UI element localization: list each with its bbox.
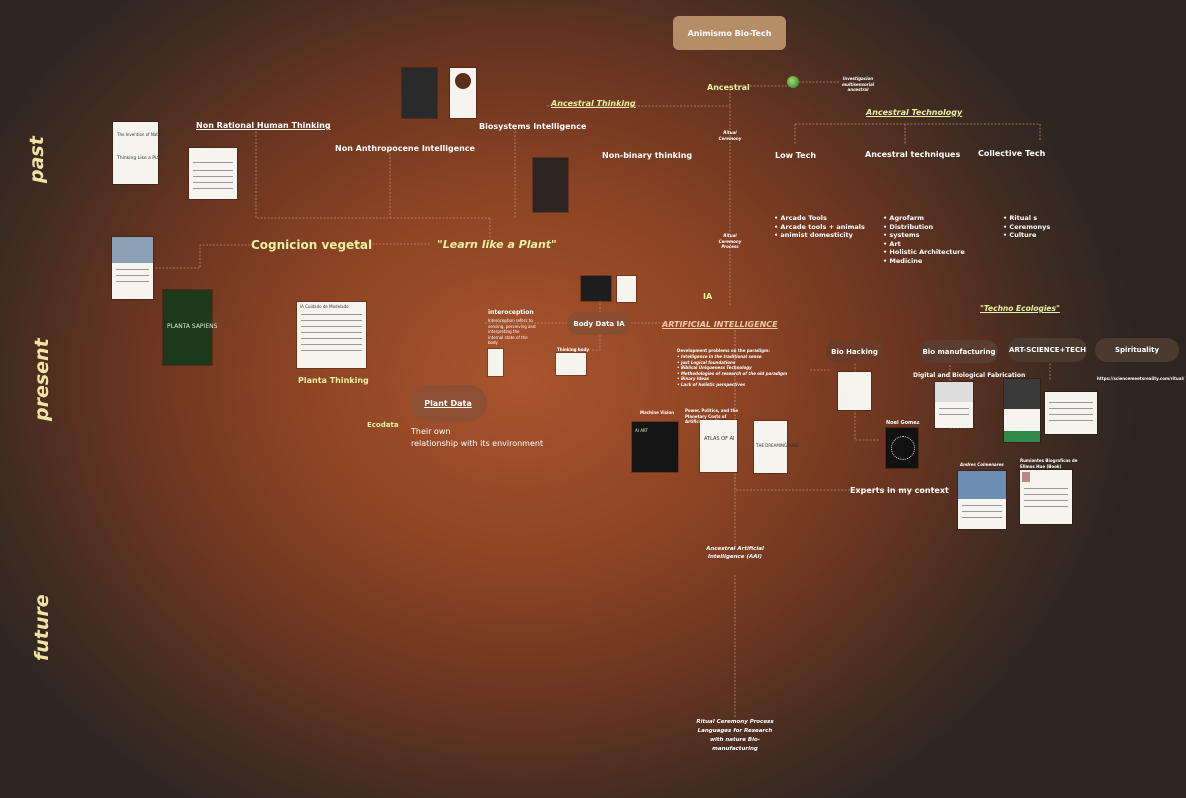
art-science-thumbnail[interactable]	[1004, 379, 1040, 442]
era-future: future	[31, 594, 53, 661]
globe-icon	[787, 76, 799, 88]
list-item: Distribution	[883, 223, 965, 232]
ai-problems-title: Development problems on the paradigm:	[677, 348, 770, 353]
node-planta-thinking[interactable]: Planta Thinking	[298, 376, 369, 385]
bio-hacking-pill[interactable]: Bio Hacking	[826, 340, 883, 363]
node-non-binary[interactable]: Non-binary thinking	[602, 151, 693, 160]
planta-sapiens-book[interactable]: PLANTA SAPIENS	[163, 290, 217, 365]
bio-manufacturing-pill[interactable]: Bio manufacturing	[920, 340, 998, 363]
future-ai-label[interactable]: Ancestral Artificial Intelligence (AAI)	[706, 546, 764, 560]
list-item: Medicine	[883, 257, 965, 266]
andres-colmenares-label: Andres Colmenares	[960, 462, 1004, 467]
machine-vision-label: Machine Vision	[640, 410, 674, 415]
book-thumbnail[interactable]	[450, 68, 476, 118]
node-ancestral-thinking[interactable]: Ancestral Thinking	[551, 99, 636, 108]
node-learn-like-plant[interactable]: "Learn like a Plant"	[437, 238, 557, 251]
list-item: Ritual s	[1003, 214, 1050, 223]
title-pill[interactable]: Animismo Bio-Tech	[673, 16, 786, 50]
list-item: Culture	[1003, 231, 1050, 240]
interoception-thumbnail[interactable]	[488, 349, 503, 376]
node-techno-ecologies[interactable]: "Techno Ecologies"	[980, 304, 1060, 313]
node-low-tech[interactable]: Low Tech	[775, 151, 817, 160]
bio-hacking-thumbnail[interactable]	[838, 372, 871, 410]
article-thumbnail[interactable]	[189, 148, 237, 199]
spirituality-pill[interactable]: Spirituality	[1095, 338, 1179, 362]
spirituality-url[interactable]: https://sciencemeetsreality.com/ritual/	[1097, 376, 1185, 381]
atlas-of-ai-book[interactable]: ATLAS OF AI	[700, 420, 737, 472]
noel-gomez-thumbnail[interactable]	[886, 428, 918, 468]
node-ancestral-technology[interactable]: Ancestral Technology	[866, 108, 963, 117]
portrait-thumbnail[interactable]	[402, 68, 437, 118]
video-thumbnail[interactable]	[581, 276, 611, 301]
list-item: Holistic Architecture	[883, 248, 964, 257]
dreaming-mind-book[interactable]: THE DREAMING MIND	[754, 421, 799, 473]
node-ancestral-techniques[interactable]: Ancestral techniques	[865, 150, 961, 159]
node-ecodata[interactable]: Ecodata	[367, 421, 399, 429]
list-item: Agrofarm	[883, 214, 965, 223]
list-item: Arcade Tools	[774, 214, 865, 223]
list-item: Intelligence in the traditional sense	[677, 354, 787, 360]
spirituality-thumbnail[interactable]	[1045, 392, 1097, 434]
collective-tech-list: Ritual s Ceremonys Culture	[1003, 214, 1050, 240]
future-list-label[interactable]: Ritual Ceremony Process Languages for Re…	[696, 719, 774, 752]
node-collective-tech[interactable]: Collective Tech	[978, 149, 1046, 158]
plant-article-thumbnail[interactable]	[112, 237, 153, 299]
ruminants-label: Rumiantes Biograficas de Ellmos Hue (Boo…	[1020, 458, 1078, 469]
andres-colmenares-thumbnail[interactable]	[958, 471, 1006, 529]
era-past: past	[26, 136, 48, 183]
list-item: Arcade tools + animals	[774, 223, 864, 232]
list-item: systems	[883, 231, 965, 240]
node-ancestral[interactable]: Ancestral	[707, 83, 750, 92]
book-thumbnail[interactable]	[533, 158, 568, 212]
list-item: Art	[883, 240, 965, 249]
node-interoception[interactable]: interoception	[488, 309, 534, 316]
node-ia[interactable]: IA	[703, 292, 713, 301]
ai-art-book[interactable]: AI ART	[632, 422, 678, 472]
node-non-rational[interactable]: Non Rational Human Thinking	[196, 121, 331, 130]
ancestral-techniques-list: Agrofarm Distribution systems Art Holist…	[883, 214, 965, 266]
their-own-text: Their own	[411, 427, 451, 436]
list-item: Methodologies of research of the old par…	[677, 371, 787, 377]
book-thumbnail[interactable]: The Invention of Nature Thinking Like a …	[113, 122, 164, 184]
node-non-anthropocene[interactable]: Non Anthropocene Intelligence	[335, 144, 475, 153]
ritual-ceremony-label: Ritual Ceremony	[718, 130, 742, 141]
list-item: animist domesticity	[774, 231, 865, 240]
thinking-body-thumbnail[interactable]	[556, 353, 586, 375]
low-tech-list: Arcade Tools Arcade tools + animals anim…	[774, 214, 865, 240]
ai-problems-list: Intelligence in the traditional sense ju…	[677, 354, 787, 387]
node-experts[interactable]: Experts in my context	[850, 486, 949, 495]
list-item: Biblical Uniqueness Technology	[677, 365, 787, 371]
node-biosystems[interactable]: Biosystems Intelligence	[479, 122, 587, 131]
ruminants-thumbnail[interactable]	[1020, 470, 1072, 524]
relationship-text: relationship with its environment	[411, 439, 544, 448]
node-cognicion-vegetal[interactable]: Cognicion vegetal	[251, 238, 373, 252]
node-digital-biological[interactable]: Digital and Biological Fabrication	[913, 372, 1026, 379]
list-item: Ceremonys	[1003, 223, 1050, 232]
planta-document[interactable]: IA Cuidado de Modelado	[297, 302, 366, 368]
list-item: just Logical foundations	[677, 360, 787, 366]
ritual-ceremony-process-label: Ritual Ceremony Process	[718, 233, 742, 249]
thinking-body-label: Thinking body	[557, 347, 590, 352]
ancestral-note: Investigacion multisensorial ancestral	[842, 76, 875, 92]
plant-data-label: Plant Data	[424, 398, 472, 408]
list-item: Binary Ideas	[677, 376, 787, 382]
bio-manufacturing-thumbnail[interactable]	[935, 382, 973, 428]
plant-data-pill[interactable]: Plant Data	[409, 385, 487, 421]
node-artificial-intelligence[interactable]: ARTIFICIAL INTELLIGENCE	[662, 320, 778, 329]
doc-thumbnail[interactable]	[617, 276, 636, 302]
list-item: Lack of holistic perspectives	[677, 382, 787, 388]
body-data-pill[interactable]: Body Data IA	[567, 312, 631, 335]
interoception-note: Interoception refers to sensing, perceiv…	[488, 318, 536, 345]
art-science-tech-pill[interactable]: ART-SCIENCE+TECH	[1008, 338, 1087, 362]
noel-gomez-label: Noel Gomez	[886, 420, 920, 426]
body-data-label: Body Data IA	[573, 319, 625, 328]
page-title: Animismo Bio-Tech	[687, 28, 772, 38]
era-present: present	[31, 338, 53, 421]
